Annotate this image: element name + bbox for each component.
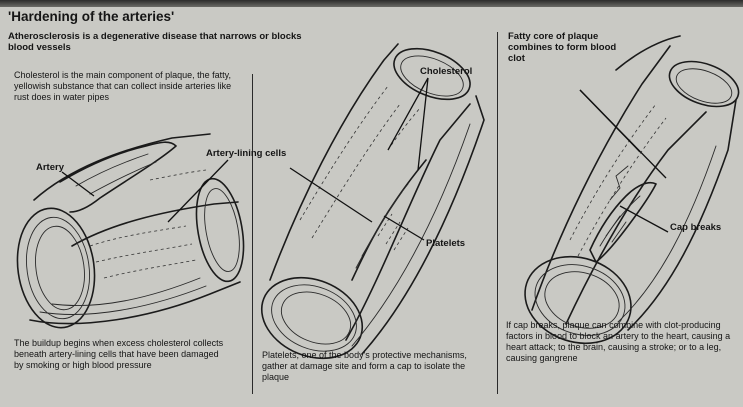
- column-divider-left: [252, 74, 253, 394]
- label-platelets: Platelets: [426, 238, 465, 249]
- label-cholesterol: Cholesterol: [420, 66, 472, 77]
- label-cap-breaks: Cap breaks: [670, 222, 721, 233]
- panel-3-caption: If cap breaks, plaque can combine with c…: [506, 320, 738, 364]
- label-artery: Artery: [36, 162, 64, 173]
- panel-1-intro: Cholesterol is the main component of pla…: [14, 70, 238, 103]
- leader-artery: [62, 172, 94, 196]
- leader-lining-cells-2: [290, 168, 372, 222]
- artery-illustration-2: [250, 39, 484, 373]
- leader-lining-cells: [168, 160, 228, 222]
- label-fatty-core: Fatty core of plaque combines to form bl…: [508, 31, 632, 64]
- label-artery-lining-cells: Artery-lining cells: [206, 148, 286, 159]
- leader-fatty-core-b: [580, 90, 666, 178]
- diagram-subtitle: Atherosclerosis is a degenerative diseas…: [8, 31, 328, 53]
- panel-1-caption: The buildup begins when excess cholester…: [14, 338, 230, 371]
- diagram-title: 'Hardening of the arteries': [8, 9, 174, 24]
- artery-illustration-3: [514, 36, 743, 357]
- column-divider-right: [497, 32, 498, 394]
- panel-2-caption: Platelets, one of the body's protective …: [262, 350, 488, 383]
